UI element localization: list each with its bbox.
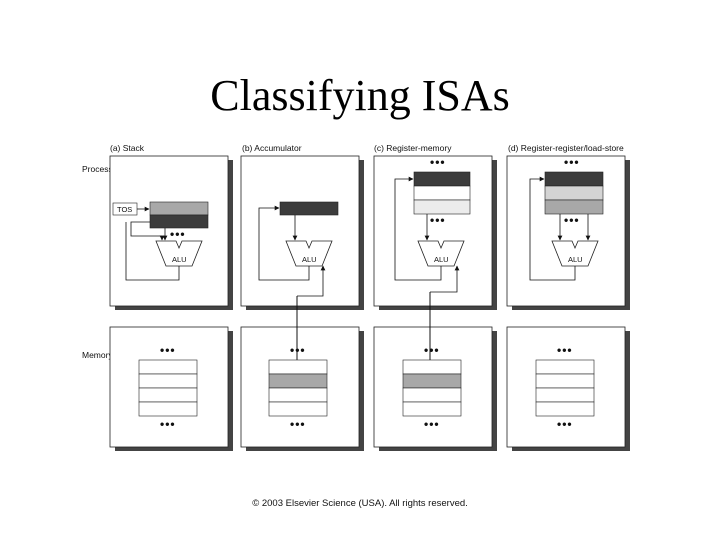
row-label-processor: Processor bbox=[82, 164, 120, 174]
accumulator-alu-label: ALU bbox=[302, 255, 317, 264]
stack-alu-label: ALU bbox=[172, 255, 187, 264]
regmem-ellipsis-bottom: ••• bbox=[430, 213, 446, 227]
row-label-memory: Memory bbox=[82, 350, 113, 360]
memory-stack-a: ••• ••• bbox=[138, 343, 198, 431]
accumulator-register bbox=[279, 201, 339, 216]
memory-stack-d: ••• ••• bbox=[535, 343, 595, 431]
memory-a-ellipsis-bottom: ••• bbox=[160, 417, 176, 431]
memory-d-ellipsis-bottom: ••• bbox=[557, 417, 573, 431]
loadstore-alu bbox=[551, 240, 599, 267]
stack-ellipsis: ••• bbox=[170, 227, 186, 241]
loadstore-ellipsis-bottom: ••• bbox=[564, 213, 580, 227]
accumulator-alu bbox=[285, 240, 333, 267]
slide-title: Classifying ISAs bbox=[210, 71, 510, 120]
column-label-accumulator: (b) Accumulator bbox=[242, 143, 302, 153]
loadstore-alu-label: ALU bbox=[568, 255, 583, 264]
memory-b-ellipsis-top: ••• bbox=[290, 343, 306, 357]
stack-registers bbox=[149, 201, 209, 229]
memory-stack-b: ••• ••• bbox=[268, 343, 328, 431]
memory-c-ellipsis-top: ••• bbox=[424, 343, 440, 357]
column-label-stack: (a) Stack bbox=[110, 143, 145, 153]
regmem-registers bbox=[413, 171, 471, 215]
regmem-alu bbox=[417, 240, 465, 267]
column-label-register-memory: (c) Register-memory bbox=[374, 143, 452, 153]
memory-stack-c: ••• ••• bbox=[402, 343, 462, 431]
copyright-notice: © 2003 Elsevier Science (USA). All right… bbox=[252, 498, 468, 509]
processor-panel-accumulator bbox=[240, 155, 364, 310]
tos-label: TOS bbox=[117, 205, 132, 214]
stack-alu bbox=[155, 240, 203, 267]
loadstore-registers bbox=[544, 171, 604, 215]
memory-d-ellipsis-top: ••• bbox=[557, 343, 573, 357]
regmem-alu-label: ALU bbox=[434, 255, 449, 264]
regmem-ellipsis-top: ••• bbox=[430, 155, 446, 169]
memory-a-ellipsis-top: ••• bbox=[160, 343, 176, 357]
processor-panel-register-memory bbox=[373, 155, 497, 310]
column-label-load-store: (d) Register-register/load-store bbox=[508, 143, 624, 153]
loadstore-ellipsis-top: ••• bbox=[564, 155, 580, 169]
memory-c-ellipsis-bottom: ••• bbox=[424, 417, 440, 431]
processor-panel-stack bbox=[109, 155, 233, 310]
memory-b-ellipsis-bottom: ••• bbox=[290, 417, 306, 431]
